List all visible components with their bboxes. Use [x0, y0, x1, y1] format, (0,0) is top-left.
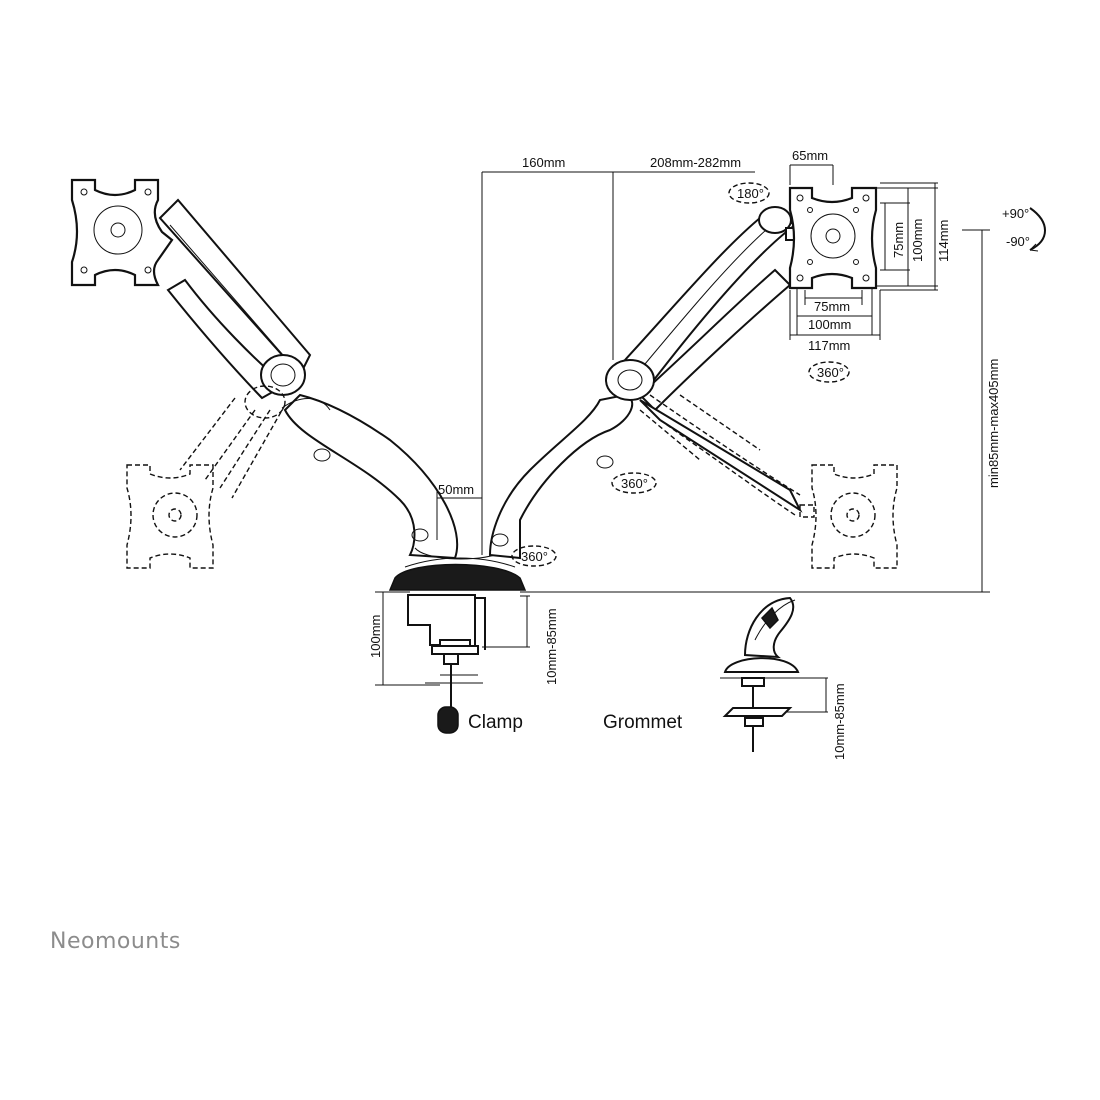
clamp-illustration	[375, 591, 530, 734]
arm-length-label: 208mm-282mm	[650, 155, 741, 170]
swivel-base-label: 360°	[521, 549, 548, 564]
left-arm-alt-position	[126, 385, 286, 569]
rotate-plus-label: +90°	[1002, 206, 1029, 221]
rotation-labels: 180° 360° 360° 360° +90° -90°	[521, 186, 1030, 564]
rotation-badges	[511, 182, 1046, 567]
right-arm	[605, 186, 878, 412]
right-vesa-plate	[788, 186, 878, 290]
pole-gap-label: 50mm	[438, 482, 474, 497]
grommet-illustration	[720, 596, 828, 752]
rotate-minus-label: -90°	[1006, 234, 1030, 249]
left-vesa-plate	[70, 178, 174, 287]
clamp-range-label: 10mm-85mm	[544, 608, 559, 685]
clamp-label: Clamp	[468, 712, 523, 733]
central-arm-body	[281, 393, 634, 591]
right-arm-alt-position	[639, 394, 898, 569]
height-range-label: min85mm-max405mm	[986, 359, 1001, 488]
vesa-width-large-label: 100mm	[808, 317, 851, 332]
grommet-label: Grommet	[603, 712, 683, 733]
grommet-range-label: 10mm-85mm	[832, 683, 847, 760]
vesa-width-small-label: 75mm	[814, 299, 850, 314]
brand-logo: Neomounts	[50, 929, 181, 954]
swivel-top-label: 360°	[817, 365, 844, 380]
vesa-height-small-label: 75mm	[891, 222, 906, 258]
depth-label: 65mm	[792, 148, 828, 163]
clamp-height-label: 100mm	[368, 615, 383, 658]
left-arm	[70, 178, 312, 400]
dimension-labels: 160mm 208mm-282mm 65mm 75mm 100mm 114mm …	[368, 148, 1001, 760]
plate-height-label: 114mm	[936, 220, 951, 262]
base-disk	[388, 563, 527, 591]
top-dimension-lines	[436, 164, 990, 593]
tilt-label: 180°	[737, 186, 764, 201]
plate-width-label: 117mm	[808, 338, 850, 353]
arm-offset-label: 160mm	[522, 155, 565, 170]
swivel-mid-label: 360°	[621, 476, 648, 491]
vesa-height-large-label: 100mm	[910, 219, 925, 262]
